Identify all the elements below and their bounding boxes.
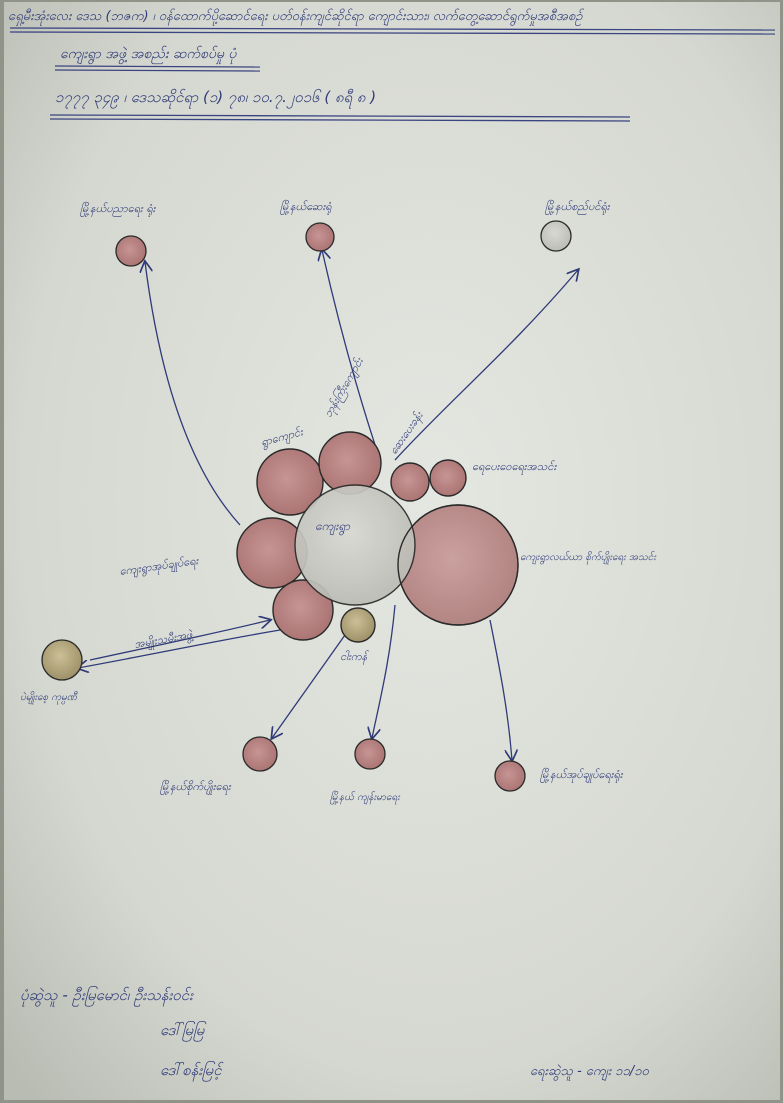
circle-center-village xyxy=(295,485,415,605)
label-bottom-left: မြို့နယ်စိုက်ပျိုးရေး xyxy=(160,779,232,795)
header-line-3: ၁၇၇၇ ၃၄၉ ၊ ဒေသဆိုင်ရာ (၁) ၇၈၊ ၁၀.၇.၂၀၁၆ … xyxy=(55,88,376,110)
circle-cluster-top-right1 xyxy=(391,463,429,501)
footer-left-line1: ပုံဆွဲသူ - ဦးမြမောင်၊ ဦးသန်းဝင်း xyxy=(20,986,194,1007)
circle-far-left xyxy=(42,640,82,680)
label-cluster-bottom-small: ငါးကန် xyxy=(340,650,369,665)
label-top-center: မြို့နယ်ဆေးရုံ xyxy=(280,199,332,215)
header-line-1: ရှေ့မီးအုံးလေး ဒေသ (ဘဇက) ၊ ဝန်ထောက်ပို့ဆ… xyxy=(8,8,778,27)
label-bottom-mid: မြို့နယ် ကျန်းမာရေး xyxy=(330,790,401,805)
circle-cluster-top-right2 xyxy=(430,460,466,496)
circle-bottom-left xyxy=(243,737,277,771)
circle-cluster-bottom-small xyxy=(341,608,375,642)
label-top-right: မြို့နယ်စည်ပင်ရုံး xyxy=(545,199,611,215)
circle-bottom-mid xyxy=(355,739,385,769)
header-line-2: ကျေးရွာ အဖွဲ့ အစည်း ဆက်စပ်မှု ပုံ xyxy=(60,44,236,65)
label-cluster-right-big: ကျေးရွာလယ်ယာ စိုက်ပျိုးရေး အသင်း xyxy=(520,551,657,565)
circle-top-left xyxy=(116,236,146,266)
circle-top-right xyxy=(541,221,571,251)
footer-left-line2: ဒေါ်မြမြ xyxy=(160,1021,207,1042)
label-cluster-right-small: ရေပေးဝေရေးအသင်း xyxy=(472,460,557,475)
label-far-left: ပဲမျိုးစေ့ ကုမ္ပဏီ xyxy=(20,691,78,705)
footer-left-line3: ဒေါ်စန်းမြင့် xyxy=(160,1061,224,1082)
label-bottom-right: မြို့နယ်အုပ်ချုပ်ရေးရုံး xyxy=(540,767,624,783)
label-top-left: မြို့နယ်ပညာရေး ရုံး xyxy=(80,201,157,217)
circle-top-center xyxy=(306,223,334,251)
circle-bottom-right xyxy=(495,761,525,791)
footer-right: ရေးဆွဲသူ - ကျေး ၁၁/၁၀ xyxy=(530,1064,650,1081)
